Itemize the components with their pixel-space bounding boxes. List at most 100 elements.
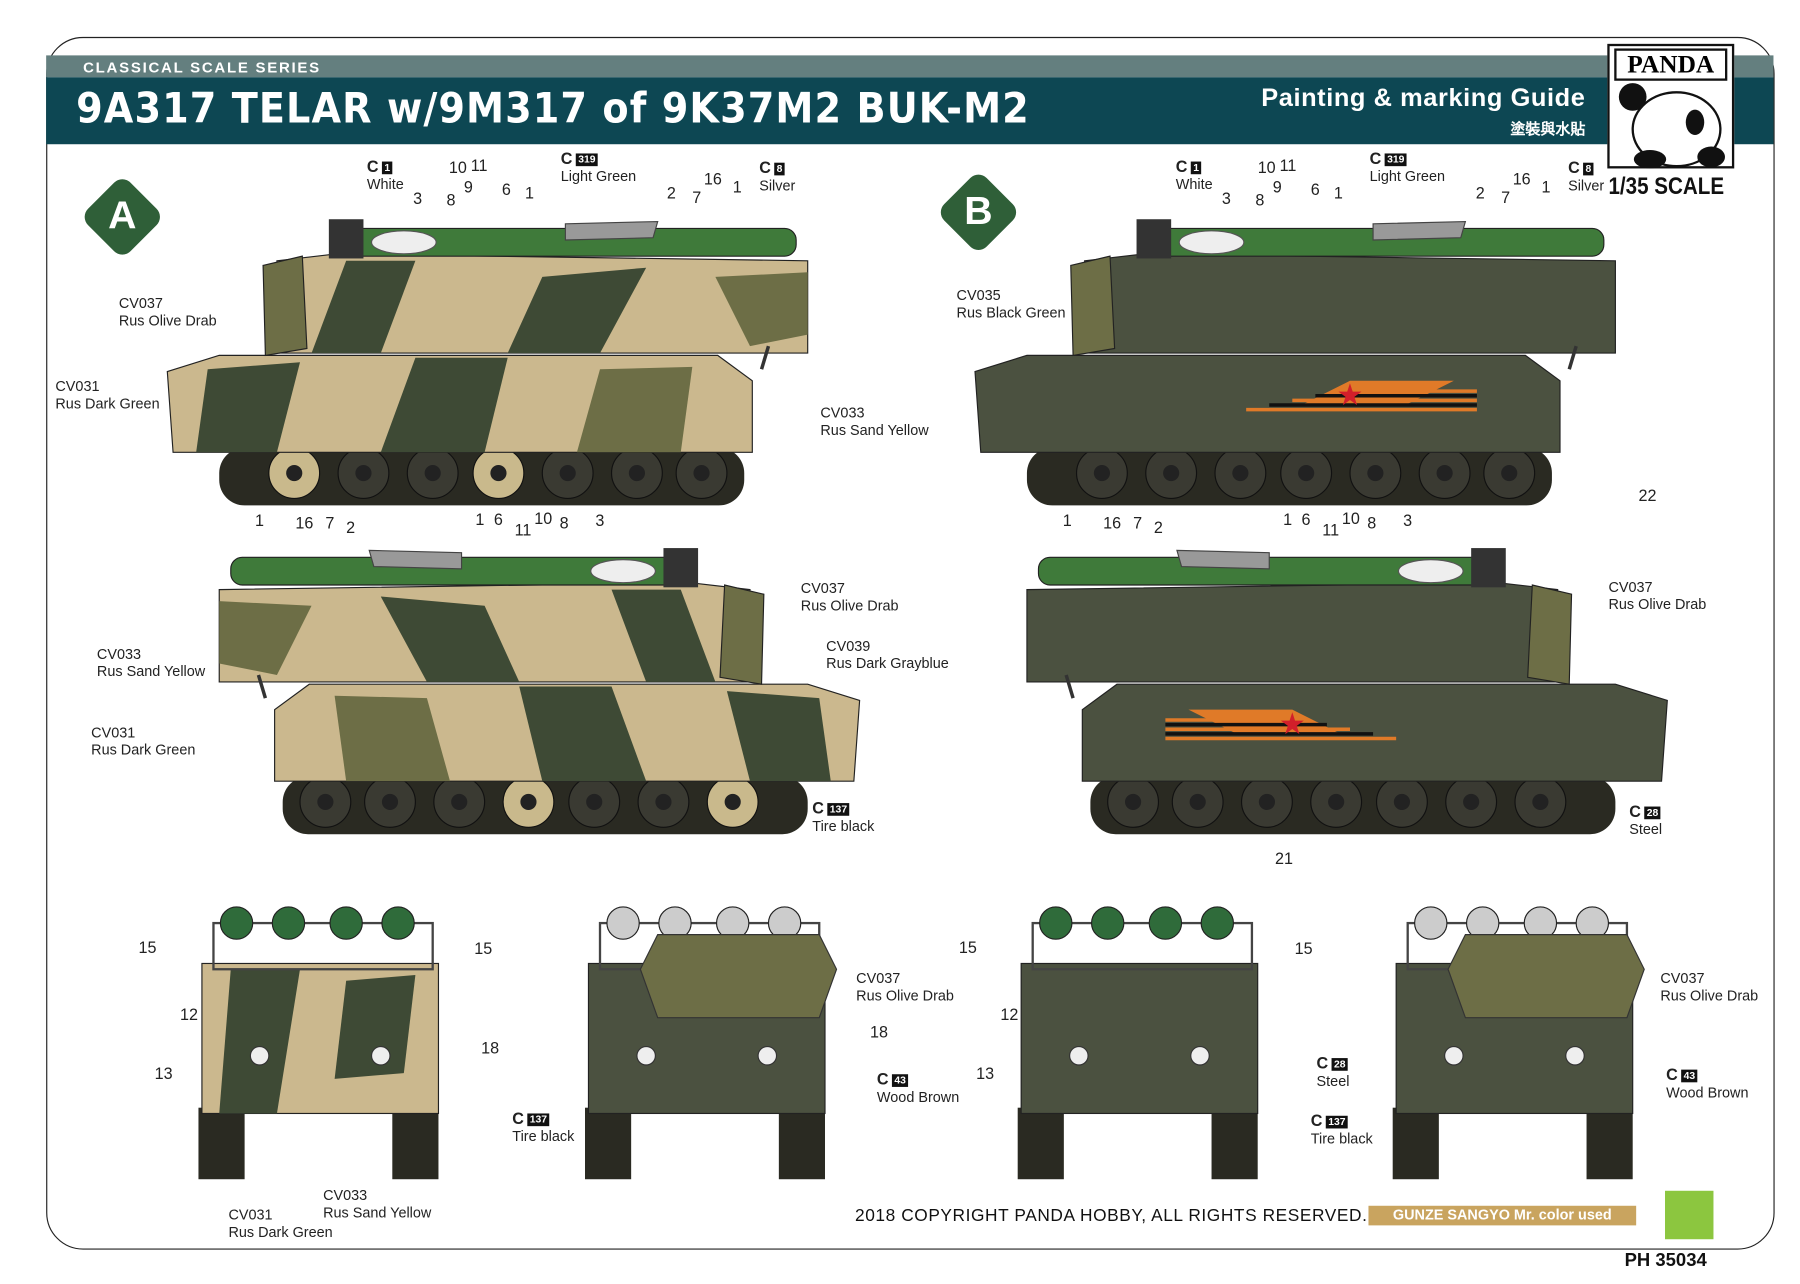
callout-a-top: 1 — [525, 183, 534, 203]
color-code: CV037 — [1608, 579, 1653, 596]
callout-a-front: 15 — [474, 940, 492, 958]
wheel-hub — [1393, 793, 1411, 811]
wheel-hub — [451, 793, 468, 811]
mr-color-number: 8 — [774, 162, 785, 176]
callout-b-top: 1 — [1542, 178, 1551, 197]
callout-b-bottom: 1 — [1283, 511, 1292, 529]
wheel-hub — [1328, 793, 1345, 811]
part-number: 1 — [732, 177, 742, 197]
missile-dome — [1090, 906, 1125, 940]
mr-color-prefix: C — [1666, 1065, 1678, 1084]
part-number: 18 — [481, 1038, 500, 1057]
part-number: 6 — [1301, 510, 1311, 529]
title-band — [46, 77, 1774, 145]
callout-a-top: 7 — [692, 189, 701, 207]
track-left — [198, 1107, 245, 1180]
launcher-frame — [1031, 921, 1254, 971]
wheel-hub — [1532, 793, 1549, 811]
part-number: 1 — [1062, 511, 1072, 530]
callout-a-front: 18 — [481, 1038, 500, 1058]
missile-dome — [606, 906, 640, 940]
camo-blob — [380, 357, 508, 453]
mr-color-prefix: C — [1629, 801, 1641, 821]
mr-color-prefix: C — [366, 156, 379, 176]
callout-b-top: 9 — [1273, 178, 1282, 197]
wheel-hub — [490, 465, 507, 482]
mr-color-number: 8 — [1583, 162, 1594, 176]
wheel-hub — [286, 465, 303, 482]
track-right — [1211, 1107, 1258, 1180]
wheel-hub — [1463, 793, 1480, 811]
missile-fin — [368, 549, 463, 570]
callout-a-bottom: 1 — [255, 512, 264, 530]
color-code: CV031 — [228, 1206, 273, 1224]
color-name: White — [1175, 176, 1213, 193]
panda-logo: PANDA — [1607, 43, 1735, 169]
mr-color-prefix: C — [1369, 148, 1382, 168]
part-number: 1 — [525, 183, 534, 202]
camo-blob — [611, 589, 716, 682]
headlight — [1565, 1045, 1585, 1066]
logo-text: PANDA — [1614, 48, 1728, 81]
front-view-b — [1017, 906, 1259, 1180]
callout-a-front: 12 — [180, 1006, 198, 1024]
sheet-frame — [46, 36, 1775, 1250]
callout-b-bottom: 1 — [1063, 512, 1072, 530]
headlight — [1190, 1045, 1210, 1066]
product-thumbnail — [1665, 1190, 1714, 1240]
callout-a-top: 8 — [447, 191, 456, 210]
part-number: 8 — [1255, 190, 1265, 209]
callout-b-front: 15 — [1295, 940, 1313, 958]
mr-color-number: 137 — [1325, 1115, 1348, 1129]
part-number: 1 — [475, 510, 485, 529]
wheel-hub — [355, 465, 372, 482]
color-name: Silver — [759, 177, 796, 194]
launcher-frame — [212, 921, 434, 971]
callout-a-top: 6 — [502, 181, 511, 199]
mr-color-prefix: C — [512, 1108, 524, 1128]
callout-b-top: 8 — [1255, 190, 1265, 210]
callout-b-bottom: 16 — [1103, 514, 1121, 533]
color-name: Rus Dark Green — [55, 395, 160, 412]
callout-b-bottom: 10 — [1342, 509, 1360, 528]
wheel-hub — [693, 465, 710, 482]
wheel-hub — [1232, 465, 1249, 482]
part-number: 9 — [463, 177, 473, 197]
mr-color-prefix: C — [876, 1069, 889, 1089]
mr-color-prefix: C — [1316, 1053, 1329, 1072]
part-number: 22 — [1638, 485, 1657, 505]
callout-a-top: 16 — [704, 170, 722, 189]
callout-a-bottom: 16 — [295, 513, 314, 533]
callout-a-bottom: 7 — [325, 514, 334, 533]
headlight — [370, 1045, 391, 1066]
missile-nose — [590, 559, 656, 584]
callout-b-bottom: 8 — [1367, 514, 1376, 533]
part-number: 16 — [295, 513, 314, 532]
series-label: CLASSICAL SCALE SERIES — [83, 58, 321, 77]
mr-color-prefix: C — [1568, 158, 1580, 177]
wheel-hub — [586, 793, 603, 811]
callout-b-top: 16 — [1513, 170, 1531, 189]
part-number: 15 — [958, 938, 977, 957]
part-number: 18 — [870, 1022, 888, 1041]
headlight — [1069, 1045, 1089, 1066]
radar-antenna — [719, 584, 765, 685]
part-number: 11 — [470, 155, 488, 175]
mr-color-number: 43 — [892, 1074, 909, 1087]
wheel-hub — [655, 793, 672, 811]
color-code: CV033 — [96, 646, 142, 663]
callout-a-bottom: 1 — [475, 511, 484, 529]
callout-a-bottom: 8 — [560, 514, 569, 533]
color-code: CV033 — [820, 405, 865, 422]
part-number: 12 — [1000, 1005, 1019, 1024]
